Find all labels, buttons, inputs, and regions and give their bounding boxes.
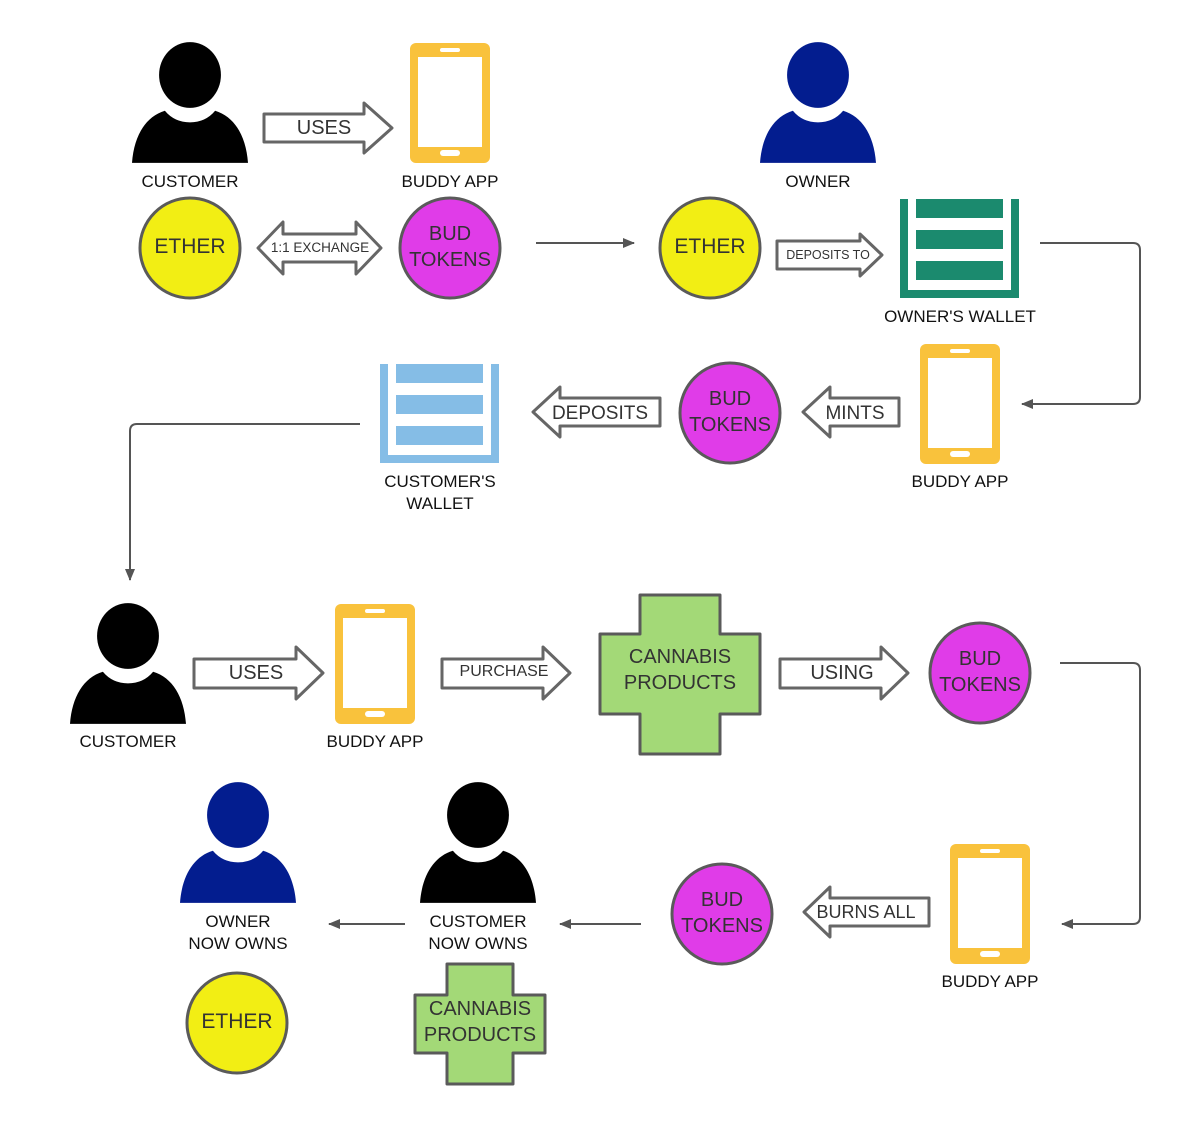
customer-label: CUSTOMER [80,732,177,751]
customers-wallet-icon [380,364,499,463]
cannabis-line2: PRODUCTS [624,672,736,694]
customer-now-owns-line1: CUSTOMER [430,912,527,931]
buddy-app-phone-icon [410,43,490,163]
customer-icon [70,603,186,724]
connector-arrow [125,423,360,581]
owner-now-owns-line2: NOW OWNS [188,934,287,953]
using-arrow: USING [778,645,910,701]
owner-label: OWNER [785,172,850,191]
cannabis-products-cross: CANNABIS PRODUCTS [598,593,762,756]
deposits-to-arrow: DEPOSITS TO [775,232,884,278]
owner-icon [180,782,296,903]
ether-coin-label: ETHER [154,235,225,258]
burns-all-arrow-label: BURNS ALL [816,902,915,922]
ether-coin-label: ETHER [674,235,745,258]
ether-coin: ETHER [658,196,762,300]
purchase-arrow-label: PURCHASE [460,663,549,680]
bud-tokens-coin: BUD TOKENS [398,196,502,300]
mints-arrow-label: MINTS [825,403,884,424]
buddy-app-phone-icon [950,844,1030,964]
customers-wallet-label-line1: CUSTOMER'S [384,472,496,491]
owners-wallet-label: OWNER'S WALLET [884,307,1036,326]
buddy-app-label: BUDDY APP [941,972,1038,991]
uses-arrow: USES [262,101,394,155]
deposits-to-label: DEPOSITS TO [786,248,870,262]
customer-icon [420,782,536,903]
bud-tokens-coin: BUD TOKENS [678,361,782,465]
cannabis-line1: CANNABIS [629,646,731,668]
cannabis-line2: PRODUCTS [424,1024,536,1046]
buddy-app-phone-icon [920,344,1000,464]
customer-icon [132,42,248,163]
owner-icon [760,42,876,163]
bud-tokens-line2: TOKENS [409,249,491,271]
bud-tokens-line2: TOKENS [939,674,1021,696]
deposits-arrow-label: DEPOSITS [552,403,648,424]
cannabis-products-cross: CANNABIS PRODUCTS [413,962,547,1086]
bud-tokens-line1: BUD [959,648,1001,670]
bud-tokens-coin: BUD TOKENS [928,621,1032,725]
ether-coin-label: ETHER [201,1010,272,1033]
uses-arrow-label: USES [229,662,283,684]
bud-tokens-line2: TOKENS [681,915,763,937]
bud-tokens-line1: BUD [701,889,743,911]
using-arrow-label: USING [810,662,873,684]
buddy-app-label: BUDDY APP [401,172,498,191]
bud-tokens-line2: TOKENS [689,414,771,436]
exchange-double-arrow: 1:1 EXCHANGE [256,220,383,276]
ether-coin: ETHER [138,196,242,300]
owner-now-owns-line1: OWNER [205,912,270,931]
buddy-app-label: BUDDY APP [911,472,1008,491]
customers-wallet-label-line2: WALLET [406,494,473,513]
customer-label: CUSTOMER [142,172,239,191]
bud-tokens-line1: BUD [709,388,751,410]
bud-tokens-coin: BUD TOKENS [670,862,774,966]
burns-all-arrow: BURNS ALL [802,885,931,939]
connector-arrow [1060,662,1141,929]
ether-coin: ETHER [185,971,289,1075]
customer-now-owns-line2: NOW OWNS [428,934,527,953]
exchange-arrow-label: 1:1 EXCHANGE [271,240,369,255]
buddy-app-phone-icon [335,604,415,724]
uses-arrow-label: USES [297,117,351,139]
deposits-arrow: DEPOSITS [531,385,662,439]
connector-arrow [1021,242,1141,409]
uses-arrow: USES [192,645,325,701]
mints-arrow: MINTS [801,385,901,439]
buddy-app-label: BUDDY APP [326,732,423,751]
cannabis-line1: CANNABIS [429,998,531,1020]
purchase-arrow: PURCHASE [440,645,572,701]
bud-tokens-line1: BUD [429,223,471,245]
owners-wallet-icon [900,199,1019,298]
